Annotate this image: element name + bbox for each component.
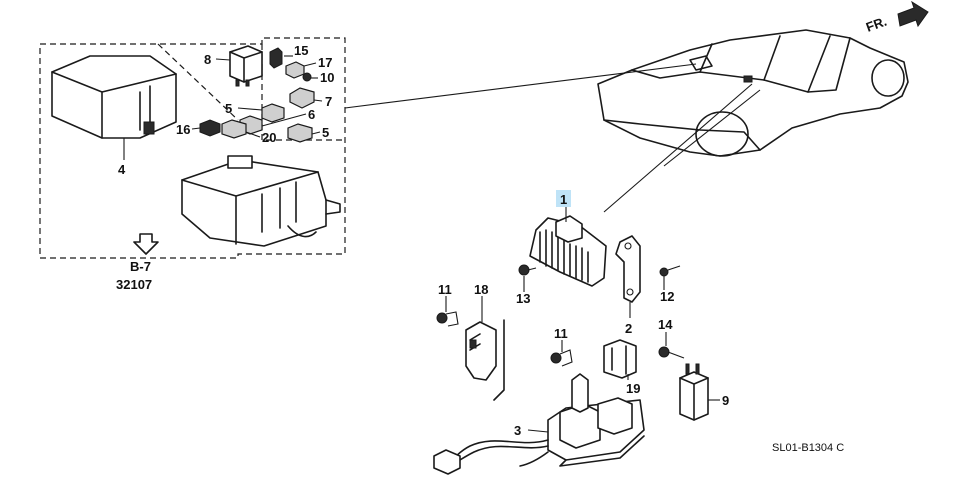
reference-code[interactable]: 32107: [116, 277, 152, 292]
label-part-11-lower[interactable]: 11: [554, 326, 568, 341]
front-direction-label: FR.: [864, 14, 889, 35]
module-3[interactable]: [547, 373, 645, 467]
reference-section[interactable]: B-7: [130, 259, 151, 274]
bracket-19[interactable]: [603, 339, 637, 379]
bolt-13[interactable]: [518, 264, 537, 276]
diagram-code: SL01-B1304 C: [772, 442, 844, 454]
bracket-2[interactable]: [615, 235, 641, 303]
label-part-5-lower[interactable]: 5: [322, 125, 329, 140]
label-part-14[interactable]: 14: [658, 317, 673, 332]
label-part-16[interactable]: 16: [176, 122, 190, 137]
fuse-16[interactable]: [199, 119, 221, 137]
label-part-18[interactable]: 18: [474, 282, 488, 297]
label-part-7[interactable]: 7: [325, 94, 332, 109]
bolt-12[interactable]: [659, 265, 681, 277]
label-part-17[interactable]: 17: [318, 55, 332, 70]
control-unit-1[interactable]: [529, 215, 607, 287]
fuse-17[interactable]: [285, 61, 305, 79]
relay-20[interactable]: [221, 119, 247, 139]
bracket-18[interactable]: [465, 319, 505, 401]
relay-5-upper[interactable]: [261, 103, 285, 123]
label-part-5-upper[interactable]: 5: [225, 101, 232, 116]
relay-5-lower[interactable]: [287, 123, 313, 143]
relay-8[interactable]: [229, 45, 263, 87]
label-part-10[interactable]: 10: [320, 70, 334, 85]
relay-7[interactable]: [289, 87, 315, 109]
front-direction-indicator: FR.: [864, 0, 929, 35]
relay-9[interactable]: [679, 363, 709, 421]
label-part-20[interactable]: 20: [262, 130, 276, 145]
bolt-11-upper[interactable]: [436, 311, 459, 327]
leaders-left-group: [123, 55, 323, 160]
bolt-14[interactable]: [658, 346, 685, 359]
label-part-6[interactable]: 6: [308, 107, 315, 122]
label-part-2[interactable]: 2: [625, 321, 632, 336]
fuse-10[interactable]: [302, 72, 312, 82]
reference-arrow-icon: [133, 233, 159, 255]
fuse-box-body[interactable]: [181, 155, 341, 247]
vehicle-outline: [597, 29, 909, 157]
label-part-13[interactable]: 13: [516, 291, 530, 306]
label-part-1[interactable]: 1: [560, 192, 567, 207]
leader-unit-to-car: [603, 83, 753, 213]
label-part-9[interactable]: 9: [722, 393, 729, 408]
bolt-11-lower[interactable]: [550, 349, 573, 367]
leader-3: [527, 429, 549, 433]
label-part-8[interactable]: 8: [204, 52, 211, 67]
label-part-11-upper[interactable]: 11: [438, 282, 452, 297]
label-part-15[interactable]: 15: [294, 43, 308, 58]
label-part-12[interactable]: 12: [660, 289, 674, 304]
highlight-part-1: [556, 190, 571, 207]
label-part-19[interactable]: 19: [626, 381, 640, 396]
group-outline-dashed: [39, 37, 346, 259]
fuse-box-cover[interactable]: [51, 55, 177, 139]
fuse-15[interactable]: [269, 47, 283, 69]
leader-fusebox-to-car: [344, 63, 697, 109]
label-part-4[interactable]: 4: [118, 162, 126, 177]
label-part-3[interactable]: 3: [514, 423, 521, 438]
wire-harness: [433, 439, 549, 475]
leader-unit-to-car-2: [663, 89, 761, 167]
